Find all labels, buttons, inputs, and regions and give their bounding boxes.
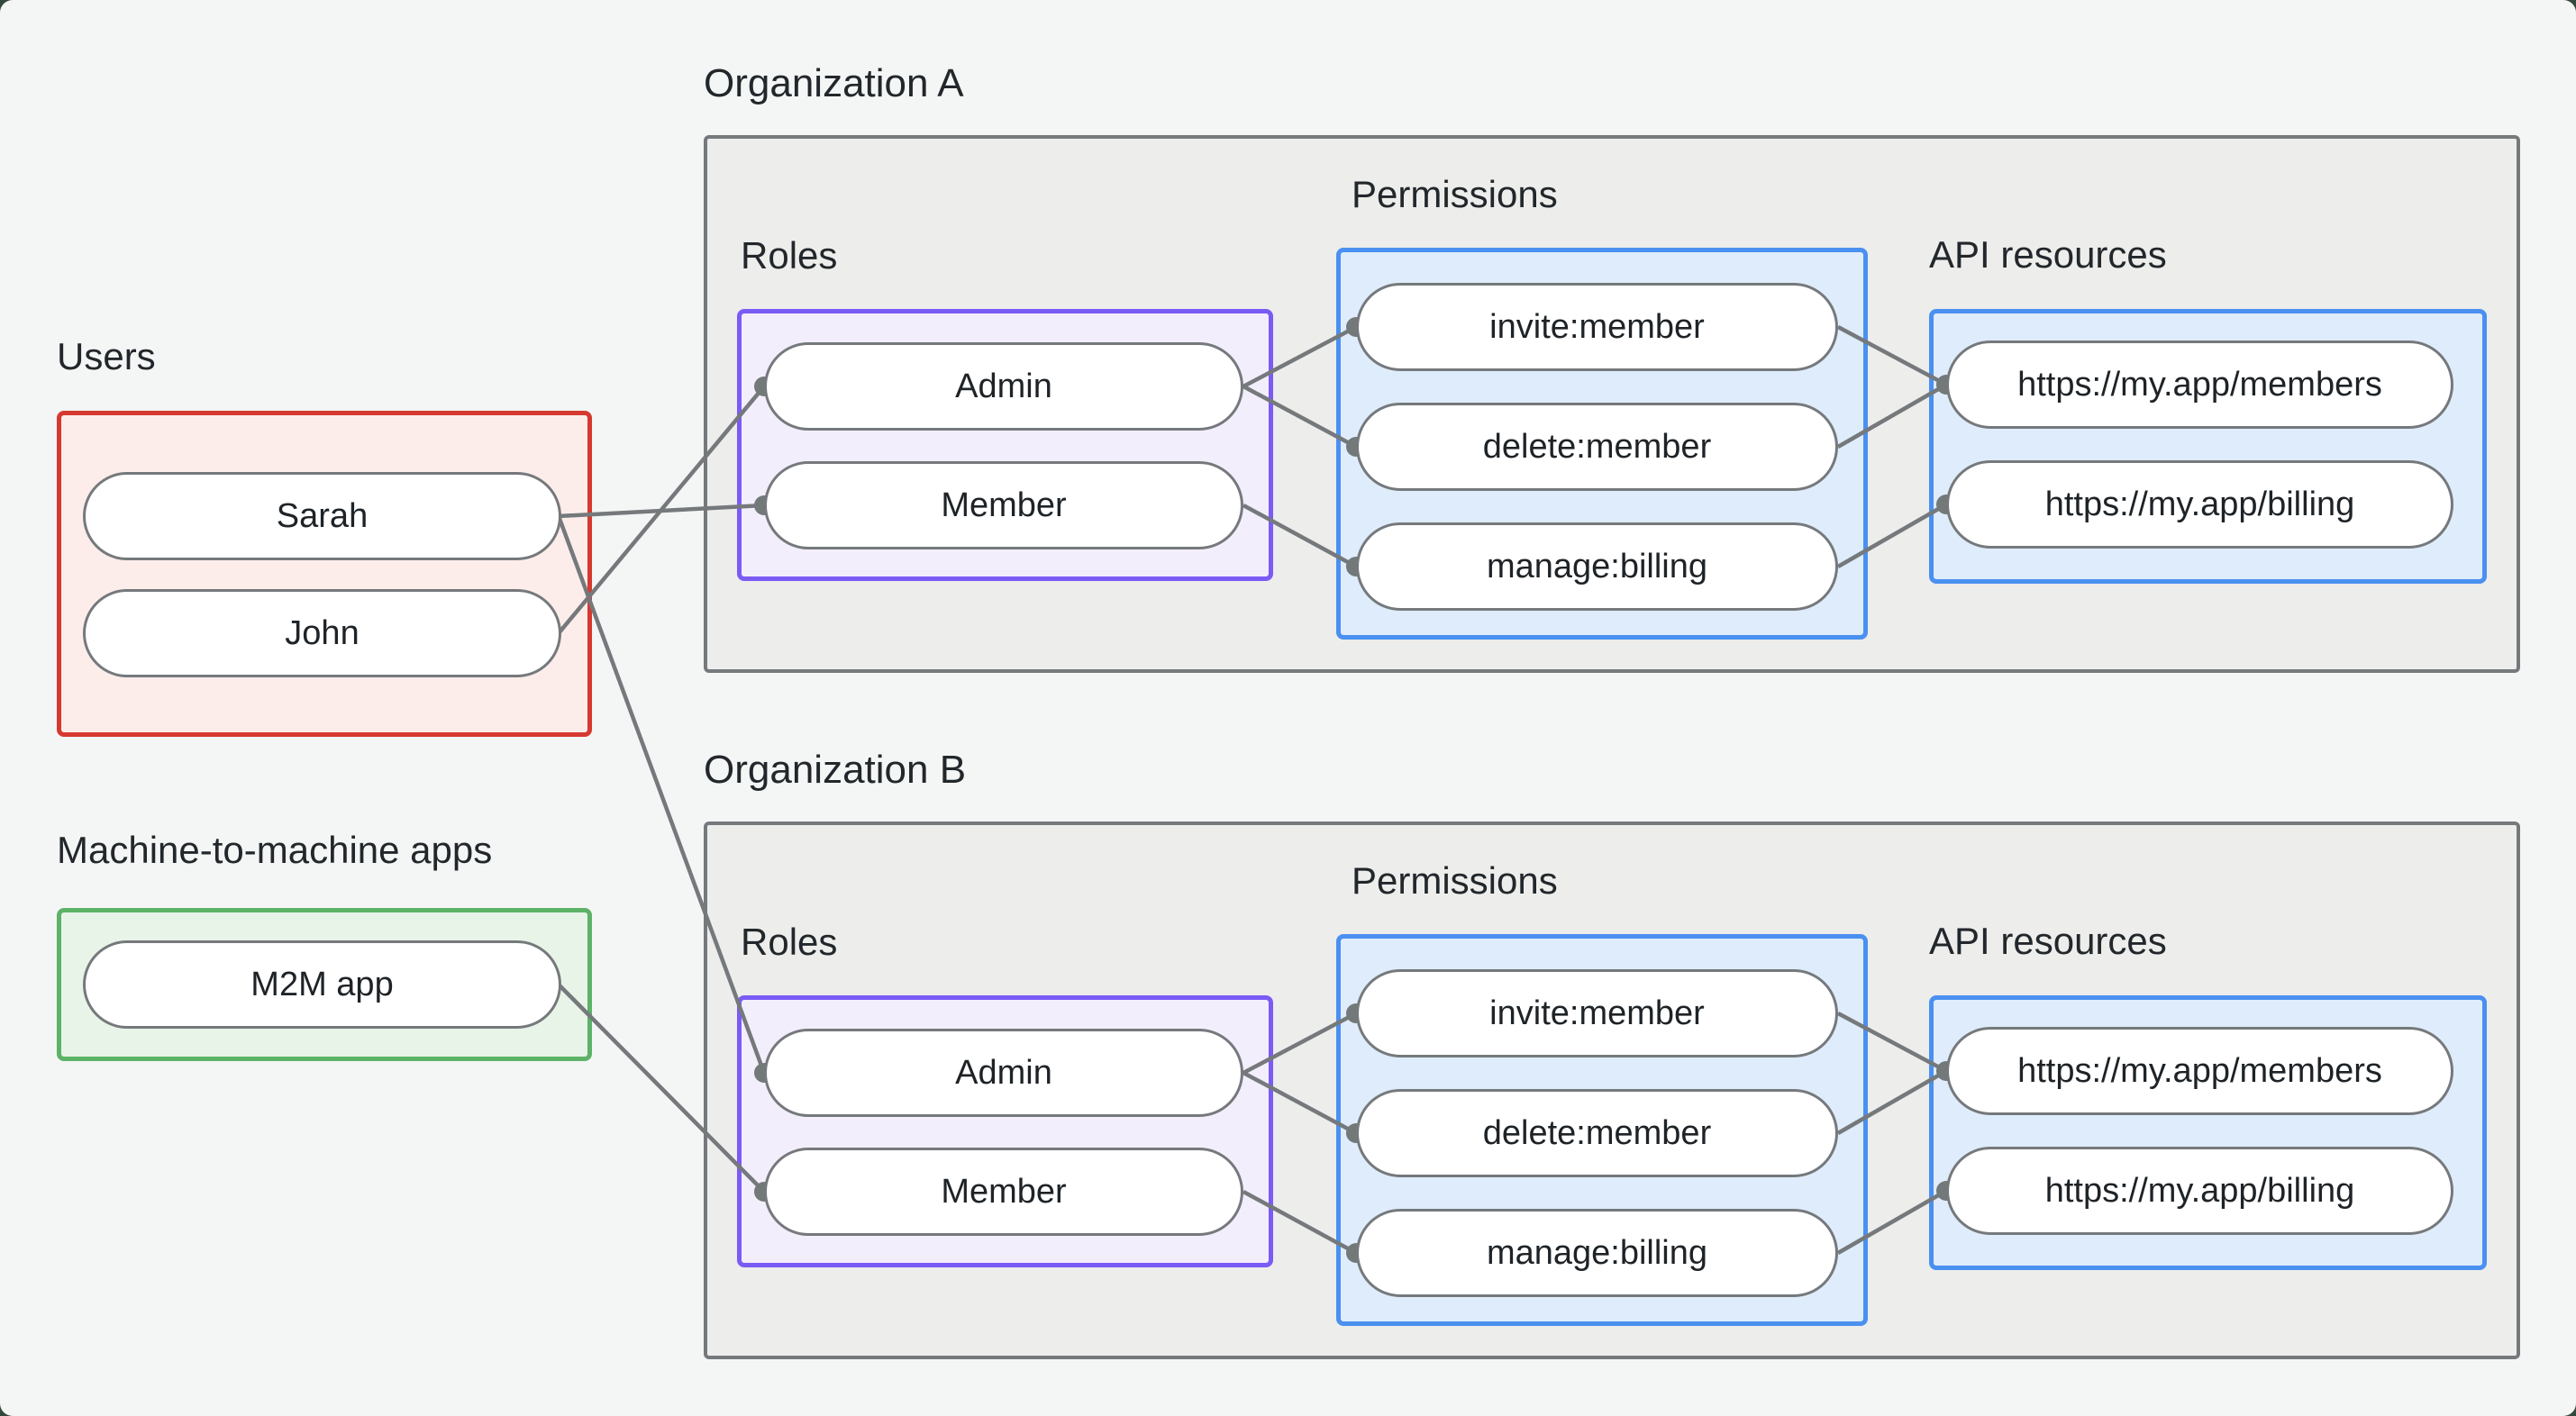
node-user-sarah: Sarah [83, 472, 561, 560]
edge-adminA-delete [1242, 385, 1358, 449]
org-b-title: Organization B [704, 748, 967, 792]
org-a-api-label: API resources [1929, 233, 2167, 276]
edge-inviteB-members [1836, 1012, 1948, 1073]
node-org-b-perm-manage: manage:billing [1356, 1209, 1838, 1297]
node-org-b-role-member: Member [764, 1148, 1243, 1236]
node-org-b-perm-delete: delete:member [1356, 1089, 1838, 1177]
node-user-john: John [83, 589, 561, 677]
edge-deleteA-members [1836, 383, 1948, 449]
users-group-label: Users [57, 335, 156, 377]
node-m2m-app: M2M app [83, 940, 561, 1029]
node-org-a-perm-manage: manage:billing [1356, 522, 1838, 611]
node-org-b-perm-invite: invite:member [1356, 969, 1838, 1057]
node-org-b-api-billing: https://my.app/billing [1946, 1147, 2453, 1235]
edge-john-adminA [557, 385, 766, 635]
node-org-a-perm-invite: invite:member [1356, 283, 1838, 371]
edge-manageB-billing [1836, 1189, 1948, 1255]
org-a-title: Organization A [704, 61, 964, 105]
edge-m2m-memberB [557, 983, 766, 1194]
org-b-roles-label: Roles [741, 921, 838, 963]
edge-adminB-delete [1242, 1071, 1358, 1135]
org-a-permissions-label: Permissions [1352, 173, 1558, 215]
edge-memberB-manage [1242, 1190, 1358, 1255]
edge-adminA-invite [1242, 325, 1358, 388]
org-b-api-label: API resources [1929, 920, 2167, 962]
edge-sarah-adminB [556, 515, 767, 1074]
org-b-permissions-label: Permissions [1352, 859, 1558, 902]
edge-deleteB-members [1836, 1069, 1948, 1135]
node-org-a-perm-delete: delete:member [1356, 403, 1838, 491]
node-org-a-api-billing: https://my.app/billing [1946, 460, 2453, 549]
edge-adminB-invite [1242, 1012, 1358, 1075]
node-org-a-role-member: Member [764, 461, 1243, 549]
node-org-a-role-admin: Admin [764, 342, 1243, 431]
node-org-b-role-admin: Admin [764, 1029, 1243, 1117]
org-a-roles-label: Roles [741, 234, 838, 277]
edge-memberA-manage [1242, 504, 1358, 568]
edge-manageA-billing [1836, 503, 1948, 568]
m2m-group-label: Machine-to-machine apps [57, 829, 493, 871]
node-org-a-api-members: https://my.app/members [1946, 340, 2453, 429]
node-org-b-api-members: https://my.app/members [1946, 1027, 2453, 1115]
users-group-box [57, 411, 592, 737]
edge-inviteA-members [1836, 325, 1948, 386]
